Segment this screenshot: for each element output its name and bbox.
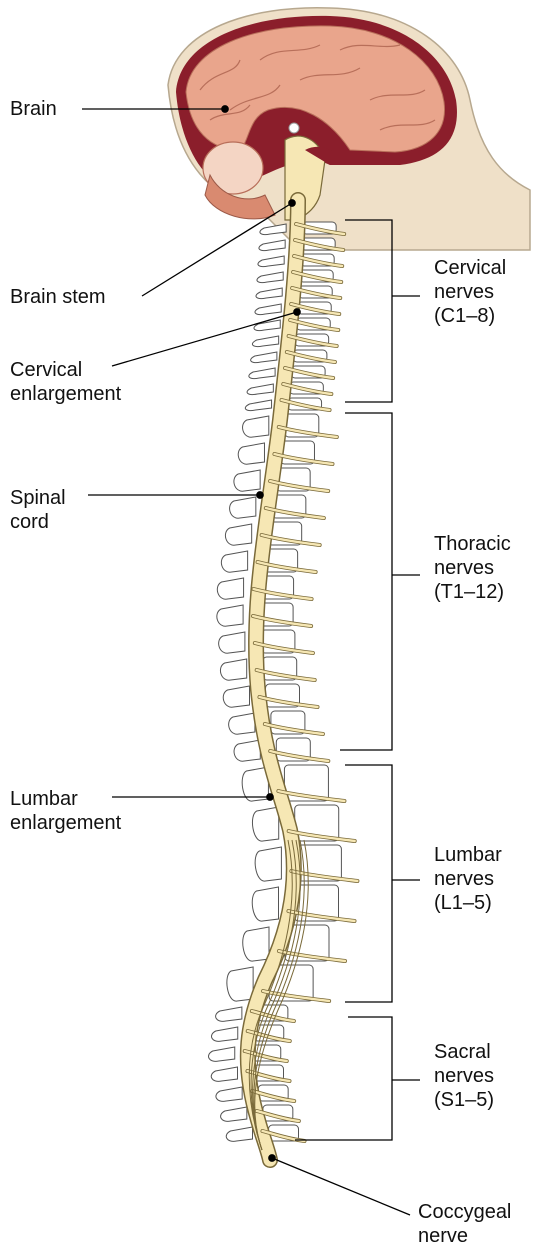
label-spinal-cord: Spinal cord bbox=[10, 486, 66, 534]
label-cervical-enlargement: Cervical enlargement bbox=[10, 358, 121, 406]
bracket-lumbar bbox=[345, 765, 420, 1002]
leader-coccygeal bbox=[272, 1158, 410, 1215]
vertebra-process bbox=[234, 470, 260, 491]
vertebra-process bbox=[217, 605, 243, 626]
vertebra-process bbox=[245, 400, 271, 411]
vertebra-process bbox=[255, 304, 281, 315]
vertebra-process bbox=[251, 352, 277, 363]
label-lumbar-nerves: Lumbar nerves (L1–5) bbox=[434, 843, 502, 915]
vertebra-process bbox=[230, 497, 256, 518]
vertebra-process bbox=[234, 740, 260, 761]
label-thoracic-nerves: Thoracic nerves (T1–12) bbox=[434, 532, 511, 604]
head bbox=[168, 8, 530, 250]
vertebra-process bbox=[247, 384, 273, 395]
vertebra-process bbox=[220, 659, 246, 680]
vertebra-process bbox=[221, 551, 247, 572]
vertebra-process bbox=[226, 1127, 252, 1141]
vertebra-process bbox=[223, 686, 249, 707]
bracket-thoracic bbox=[340, 413, 420, 750]
vertebra-process bbox=[243, 416, 269, 437]
label-brain: Brain bbox=[10, 97, 57, 121]
vertebra-process bbox=[252, 336, 278, 347]
vertebra-process bbox=[252, 887, 278, 921]
vertebra-process bbox=[243, 927, 269, 961]
vertebra-process bbox=[211, 1067, 237, 1081]
vertebra-process bbox=[254, 320, 280, 331]
vertebra-process bbox=[211, 1027, 237, 1041]
vertebra-process bbox=[225, 524, 251, 545]
vertebra-process bbox=[208, 1047, 234, 1061]
vertebra-process bbox=[259, 240, 285, 251]
vertebra-process bbox=[217, 578, 243, 599]
vertebra-process bbox=[219, 632, 245, 653]
vertebra-process bbox=[221, 1107, 247, 1121]
vertebra-process bbox=[258, 256, 284, 267]
bracket-sacral bbox=[295, 1017, 420, 1140]
vertebra-process bbox=[260, 224, 286, 235]
vertebra-process bbox=[229, 713, 255, 734]
vertebra-process bbox=[249, 368, 275, 379]
vertebra-process bbox=[255, 847, 281, 881]
label-coccygeal-nerve: Coccygeal nerve bbox=[418, 1200, 511, 1248]
vertebra-process bbox=[216, 1087, 242, 1101]
vertebra-process bbox=[227, 967, 253, 1001]
vertebra-process bbox=[257, 272, 283, 283]
vertebra-process bbox=[216, 1007, 242, 1021]
vertebra-process bbox=[238, 443, 264, 464]
vertebra-process bbox=[242, 767, 268, 801]
label-lumbar-enlargement: Lumbar enlargement bbox=[10, 787, 121, 835]
label-sacral-nerves: Sacral nerves (S1–5) bbox=[434, 1040, 494, 1112]
vertebra-process bbox=[252, 807, 278, 841]
vertebra-process bbox=[256, 288, 282, 299]
label-brain-stem: Brain stem bbox=[10, 285, 106, 309]
label-cervical-nerves: Cervical nerves (C1–8) bbox=[434, 256, 506, 328]
